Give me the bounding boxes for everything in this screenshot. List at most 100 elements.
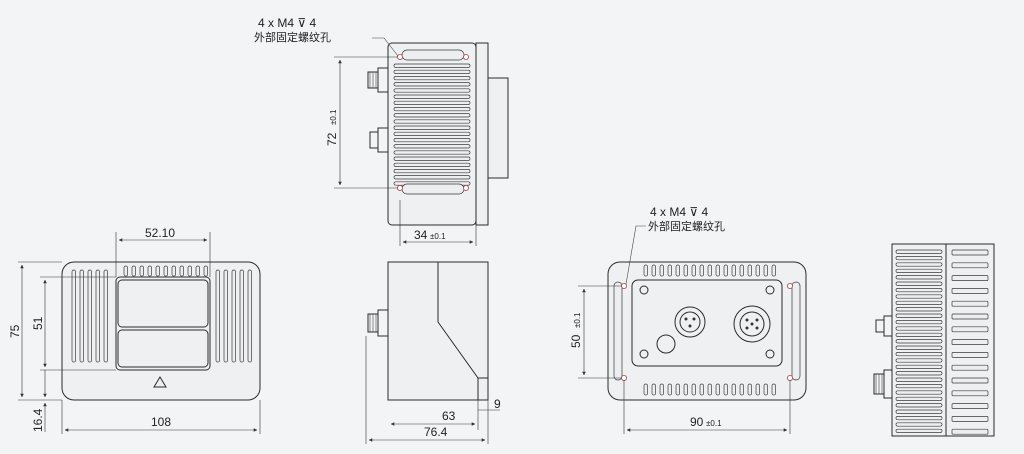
- back-view-panel: [631, 279, 783, 367]
- cooling-fin: [951, 262, 989, 269]
- cooling-fin: [895, 390, 943, 395]
- back-view-right-slot: [791, 281, 801, 381]
- cooling-fin: [951, 352, 989, 358]
- cooling-fin: [651, 264, 656, 277]
- cooling-fin: [247, 269, 252, 363]
- dimension-72-tolerance: ±0.1: [329, 109, 338, 125]
- warning-triangle-icon: [153, 376, 167, 388]
- right-view-connector-upper: [875, 315, 893, 337]
- cooling-fin: [691, 383, 696, 396]
- dimension-9: 9: [494, 397, 501, 411]
- cooling-fin: [659, 383, 664, 396]
- right-view-back-fins: [951, 249, 989, 435]
- cooling-fin: [895, 384, 943, 389]
- cooling-fin: [951, 364, 989, 371]
- mounting-hole: [396, 184, 403, 191]
- cooling-fin: [895, 396, 943, 401]
- cooling-fin: [895, 262, 943, 267]
- cooling-fin: [393, 131, 471, 136]
- side-view-connector-upper: [367, 67, 389, 93]
- dimension-50-tolerance: ±0.1: [573, 312, 582, 328]
- cooling-fin: [895, 428, 943, 433]
- cooling-fin: [675, 383, 680, 396]
- cooling-fin: [393, 119, 471, 124]
- cooling-fin: [643, 383, 648, 396]
- dimension-90: 90: [690, 415, 704, 429]
- cooling-fin: [951, 416, 989, 422]
- cooling-fin: [951, 377, 989, 384]
- cooling-fin: [755, 383, 760, 396]
- mounting-hole: [621, 374, 628, 381]
- cooling-fin: [659, 264, 664, 277]
- cooling-fin: [643, 264, 648, 277]
- side-view-fins: [393, 63, 471, 186]
- cooling-fin: [895, 268, 943, 273]
- right-view-connector-lower: [873, 369, 893, 399]
- back-view-vent-plug: [656, 334, 676, 354]
- cooling-fin: [895, 352, 943, 357]
- cooling-fin: [131, 265, 136, 277]
- cooling-fin: [895, 377, 943, 382]
- cooling-fin: [123, 265, 128, 277]
- panel-screw: [639, 349, 649, 359]
- cooling-fin: [951, 275, 989, 281]
- dimension-72: 72: [325, 132, 339, 146]
- profile-view-connector: [367, 309, 389, 337]
- cooling-fin: [715, 383, 720, 396]
- callout-leader: [625, 225, 646, 285]
- cooling-fin: [723, 383, 728, 396]
- thread-callout-note: 外部固定螺纹孔: [254, 30, 331, 44]
- cooling-fin: [103, 269, 108, 363]
- side-view-rear-plate: [475, 42, 489, 226]
- cooling-fin: [699, 264, 704, 277]
- cooling-fin: [393, 94, 471, 99]
- cooling-fin: [231, 269, 236, 363]
- cooling-fin: [171, 265, 176, 277]
- cooling-fin: [895, 332, 943, 337]
- cooling-fin: [951, 339, 989, 345]
- cooling-fin: [179, 265, 184, 277]
- dimension-108: 108: [151, 415, 171, 429]
- dimension-34-tolerance: ±0.1: [430, 232, 446, 241]
- cooling-fin: [203, 265, 208, 277]
- cooling-fin: [675, 264, 680, 277]
- cooling-fin: [393, 125, 471, 130]
- cooling-fin: [667, 264, 672, 277]
- mounting-hole: [621, 282, 628, 289]
- cooling-fin: [895, 288, 943, 293]
- right-side-view: [873, 243, 995, 437]
- callout-leader: [372, 37, 399, 57]
- cooling-fin: [139, 265, 144, 277]
- cooling-fin: [707, 383, 712, 396]
- dimension-63: 63: [442, 409, 456, 423]
- cooling-fin: [739, 383, 744, 396]
- cooling-fin: [747, 383, 752, 396]
- cooling-fin: [215, 269, 220, 363]
- cooling-fin: [951, 249, 989, 256]
- cooling-fin: [895, 358, 943, 363]
- cooling-fin: [731, 383, 736, 396]
- dimension-50: 50: [569, 334, 583, 348]
- cooling-fin: [393, 100, 471, 105]
- cooling-fin: [895, 294, 943, 299]
- cooling-fin: [755, 264, 760, 277]
- thread-callout-note: 外部固定螺纹孔: [648, 219, 725, 233]
- back-view-bottom-fins: [643, 383, 776, 396]
- cooling-fin: [691, 264, 696, 277]
- front-view-window-lower: [117, 329, 209, 368]
- cooling-fin: [393, 82, 471, 87]
- front-view: 52.10 75 51 16.4 108: [8, 226, 261, 434]
- cooling-fin: [951, 390, 989, 397]
- side-view-connector-lower: [369, 127, 389, 153]
- front-view-left-fins: [71, 269, 108, 363]
- cooling-fin: [951, 428, 989, 435]
- cooling-fin: [895, 313, 943, 318]
- cooling-fin: [771, 264, 776, 277]
- dimension-34: 34: [414, 228, 428, 242]
- cooling-fin: [763, 383, 768, 396]
- cooling-fin: [71, 269, 76, 363]
- cooling-fin: [895, 422, 943, 427]
- back-view-top-fins: [643, 264, 776, 277]
- mounting-hole: [462, 184, 469, 191]
- cooling-fin: [895, 300, 943, 305]
